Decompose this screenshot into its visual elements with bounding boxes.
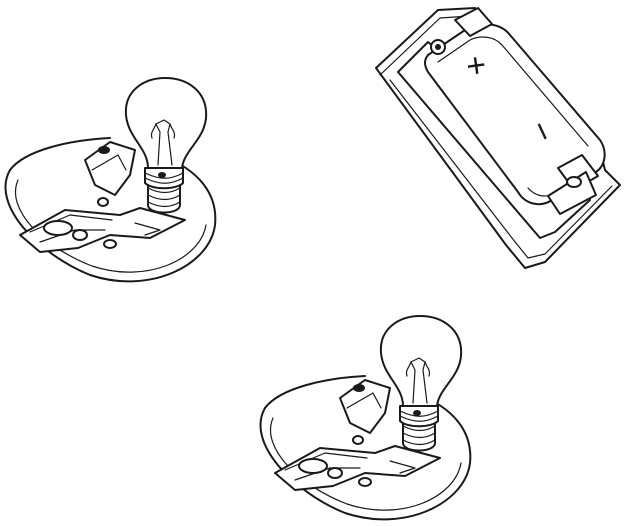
battery-holder: + − <box>376 8 620 268</box>
bulb-holder-top-left <box>5 78 215 281</box>
bulb-holder-bottom <box>260 316 470 519</box>
